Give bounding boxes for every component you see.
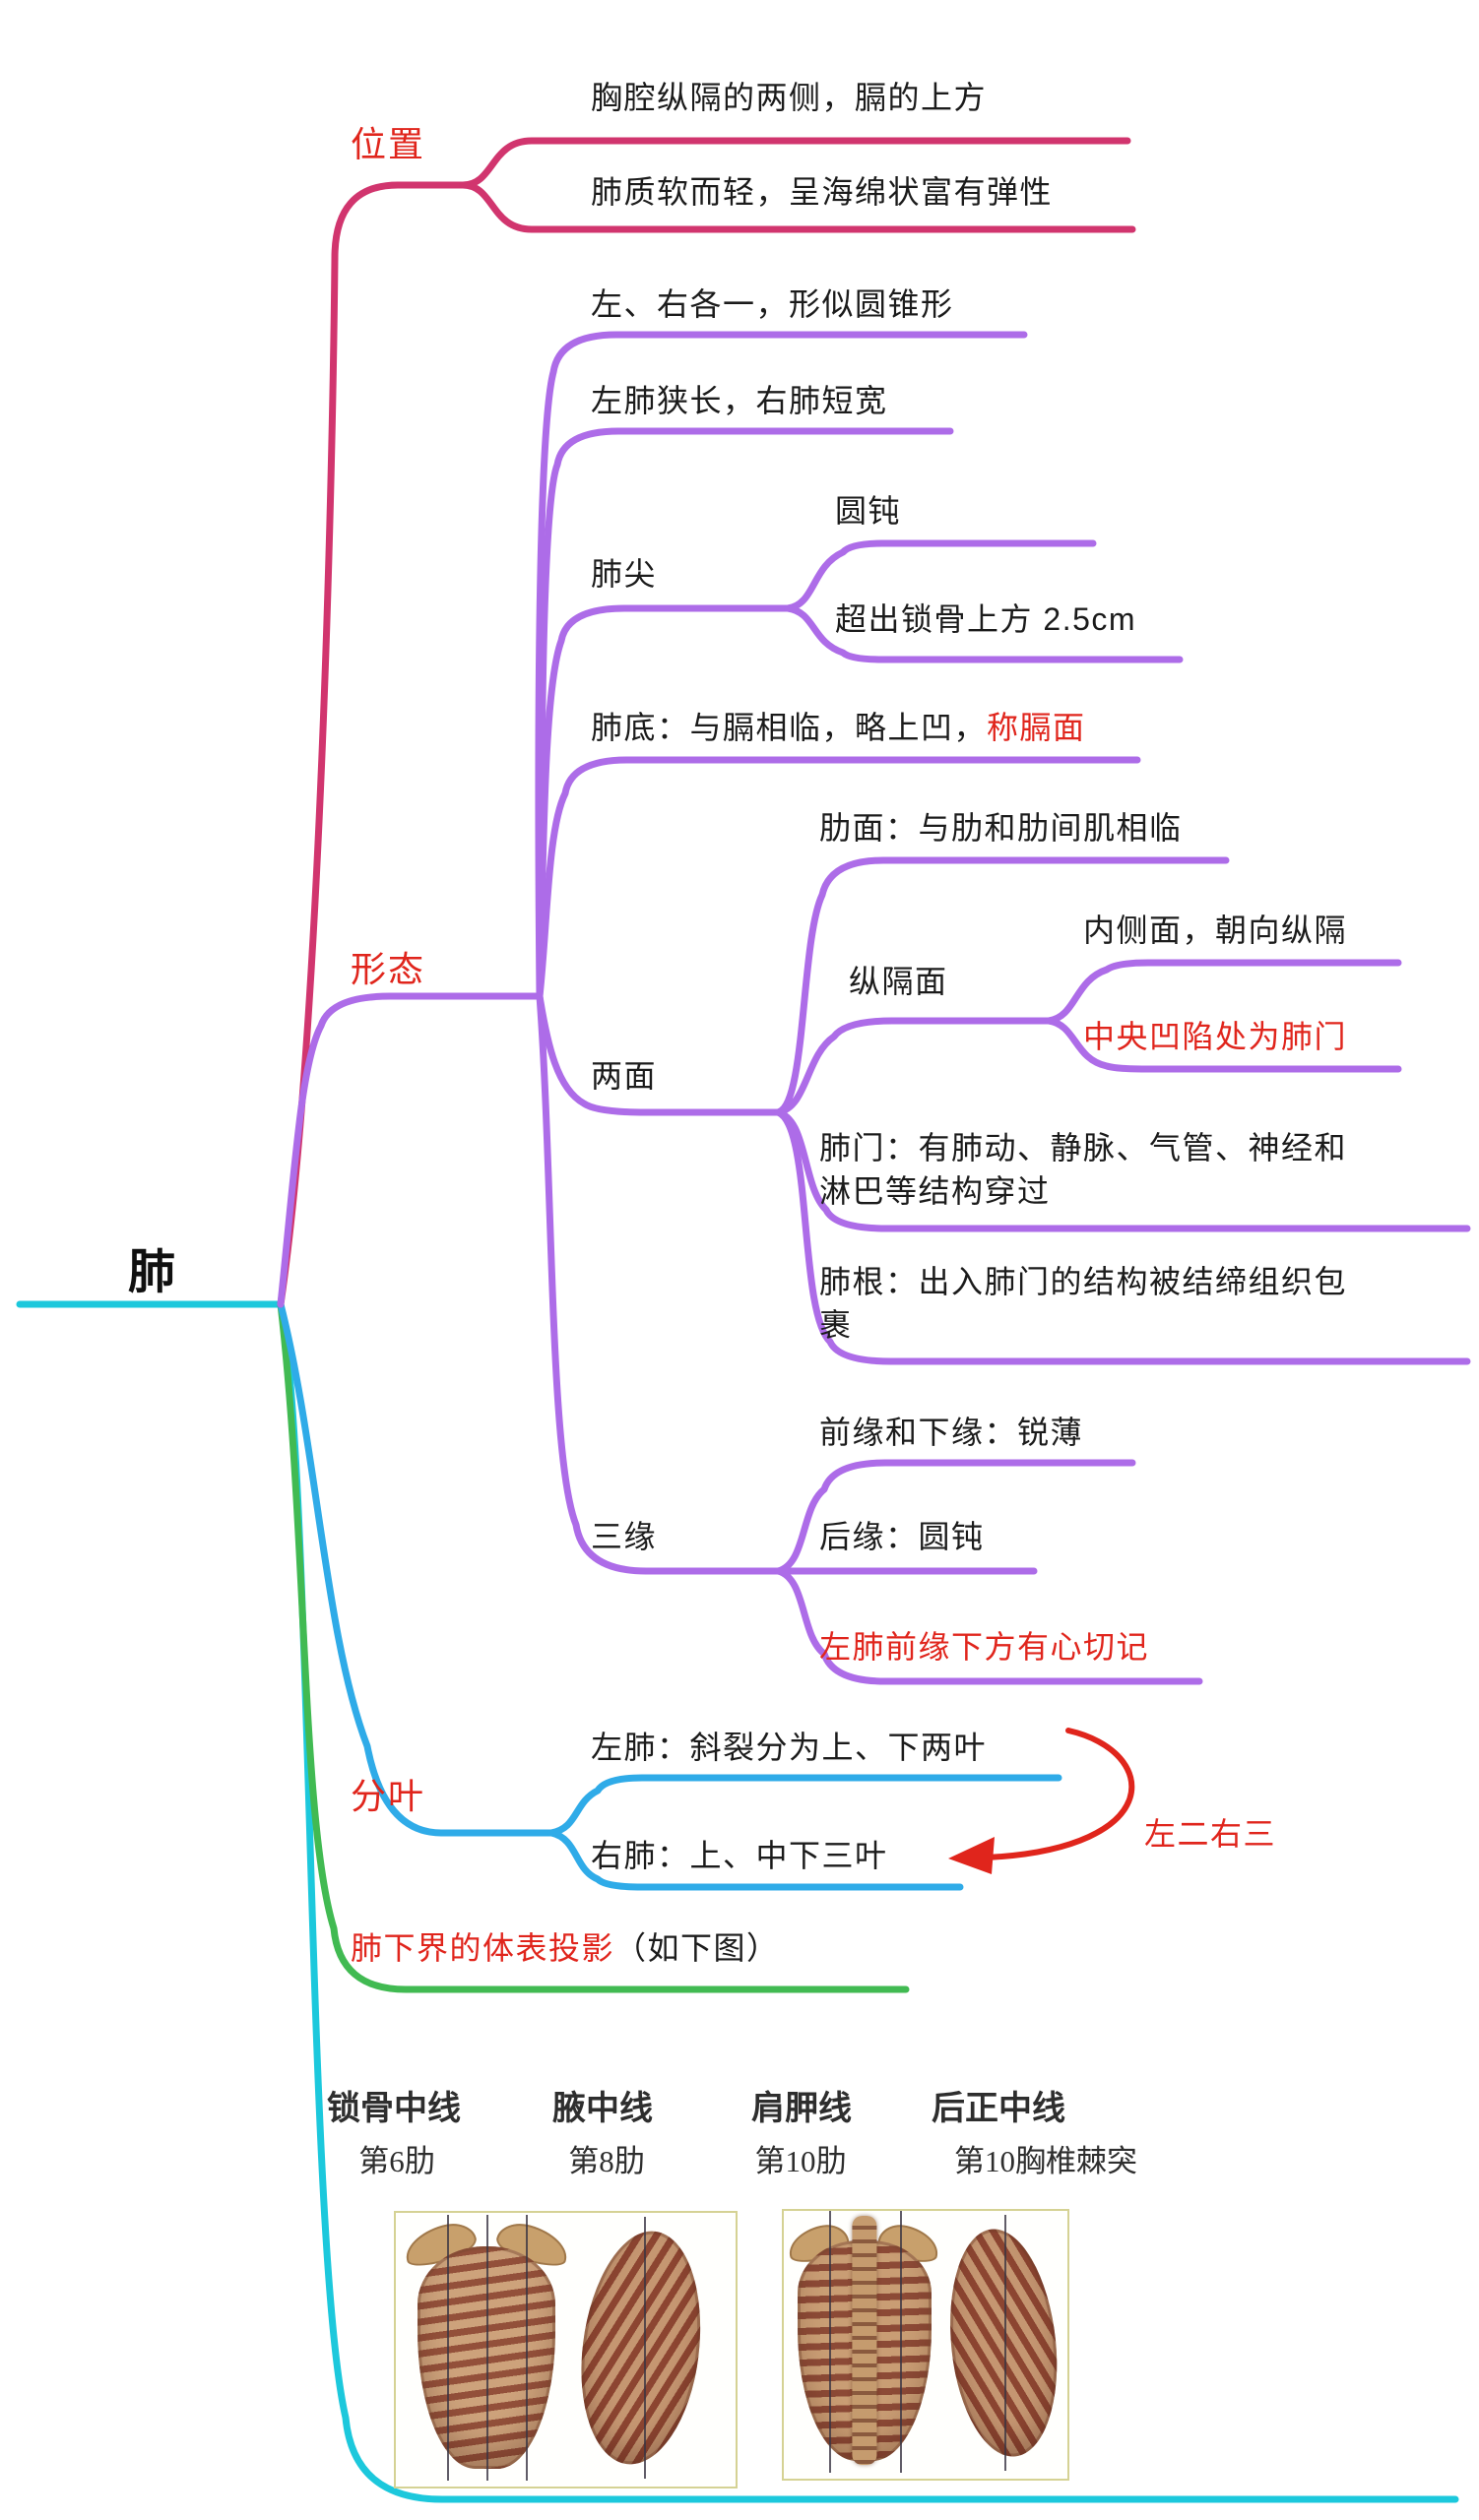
node-lung-texture[interactable]: 肺质软而轻，呈海绵状富有弹性 [591,174,1054,210]
node-thoracic-location[interactable]: 胸腔纵隔的两侧，膈的上方 [591,80,988,115]
node-mediastinal-surface-label[interactable]: 纵隔面 [849,964,948,999]
anatomy-panel-posterior [782,2209,1069,2481]
annotation-arrow [984,1728,1135,1860]
node-lobes-label[interactable]: 分叶 [351,1776,426,1816]
figure-lateral-ribcage [568,2217,714,2479]
branch-line-lobes [277,1300,1062,1891]
node-medial-surface[interactable]: 内侧面，朝向纵隔 [1083,913,1348,948]
node-lobes-annotation: 左二右三 [1144,1816,1277,1852]
node-cardiac-notch[interactable]: 左肺前缘下方有心切记 [819,1629,1150,1665]
table-header-scapular: 肩胛线 [751,2091,852,2127]
node-apex-above-clavicle[interactable]: 超出锁骨上方 2.5cm [835,601,1137,637]
reference-line [829,2211,832,2473]
branch-line-morphology [277,331,1471,1685]
reference-line [643,2217,646,2479]
node-hilum-structures[interactable]: 肺门：有肺动、静脉、气管、神经和淋巴等结构穿过 [819,1130,1348,1210]
reference-line [525,2215,528,2481]
table-value-rib8: 第8肋 [568,2144,645,2178]
node-hilum-depression[interactable]: 中央凹陷处为肺门 [1083,1019,1348,1054]
figure-lateral-ribcage-2 [939,2215,1067,2471]
table-value-rib6: 第6肋 [358,2144,435,2178]
table-header-posterior-median: 后正中线 [932,2091,1065,2127]
node-lung-root[interactable]: 肺根：出入肺门的结构被结缔组织包裹 [819,1264,1348,1344]
table-header-midclavicular: 锁骨中线 [327,2091,461,2127]
branch-line-projection [277,1300,910,1993]
figure-anterior-ribcage [400,2215,573,2481]
ribcage-body [939,2224,1067,2462]
node-three-borders-label[interactable]: 三缘 [591,1519,658,1554]
node-left-lung-lobes[interactable]: 左肺：斜裂分为上、下两叶 [591,1730,988,1765]
lung-base-highlight: 称膈面 [987,710,1086,745]
node-posterior-border[interactable]: 后缘：圆钝 [819,1519,985,1554]
projection-title-red: 肺下界的体表投影 [351,1930,615,1966]
node-lung-base[interactable]: 肺底：与膈相临，略上凹，称膈面 [591,703,1086,748]
node-position-label[interactable]: 位置 [351,124,426,164]
figure-posterior-ribcage [784,2211,943,2473]
reference-line [1004,2215,1006,2471]
reference-line [486,2215,488,2481]
reference-line [447,2215,450,2481]
node-lower-border-projection[interactable]: 肺下界的体表投影（如下图） [351,1923,780,1969]
reference-line [899,2211,902,2473]
node-costal-surface[interactable]: 肋面：与肋和肋间肌相临 [819,810,1183,846]
branch-line-figure [16,1300,1459,2503]
ribcage-body [568,2224,714,2472]
table-header-midaxillary: 腋中线 [552,2091,653,2127]
spine-column [852,2216,877,2466]
projection-title-suffix: （如下图） [614,1930,780,1966]
annotation-arrowhead [948,1837,995,1874]
node-two-surfaces-label[interactable]: 两面 [591,1058,658,1094]
node-morphology-label[interactable]: 形态 [351,949,426,989]
node-left-narrow-right-wide[interactable]: 左肺狭长，右肺短宽 [591,383,888,418]
node-apex-label[interactable]: 肺尖 [591,556,658,592]
node-apex-round[interactable]: 圆钝 [835,493,902,529]
node-anterior-inferior-border[interactable]: 前缘和下缘：锐薄 [819,1415,1084,1450]
mindmap-root[interactable]: 肺 [128,1246,178,1298]
node-right-lung-lobes[interactable]: 右肺：上、中下三叶 [591,1838,888,1873]
table-value-t10-spinous: 第10胸椎棘突 [954,2144,1137,2178]
table-value-rib10: 第10肋 [754,2144,847,2178]
node-left-right-cone[interactable]: 左、右各一，形似圆锥形 [591,286,954,322]
anatomy-panel-anterior [394,2211,738,2488]
lung-base-text: 肺底：与膈相临，略上凹， [591,710,988,745]
